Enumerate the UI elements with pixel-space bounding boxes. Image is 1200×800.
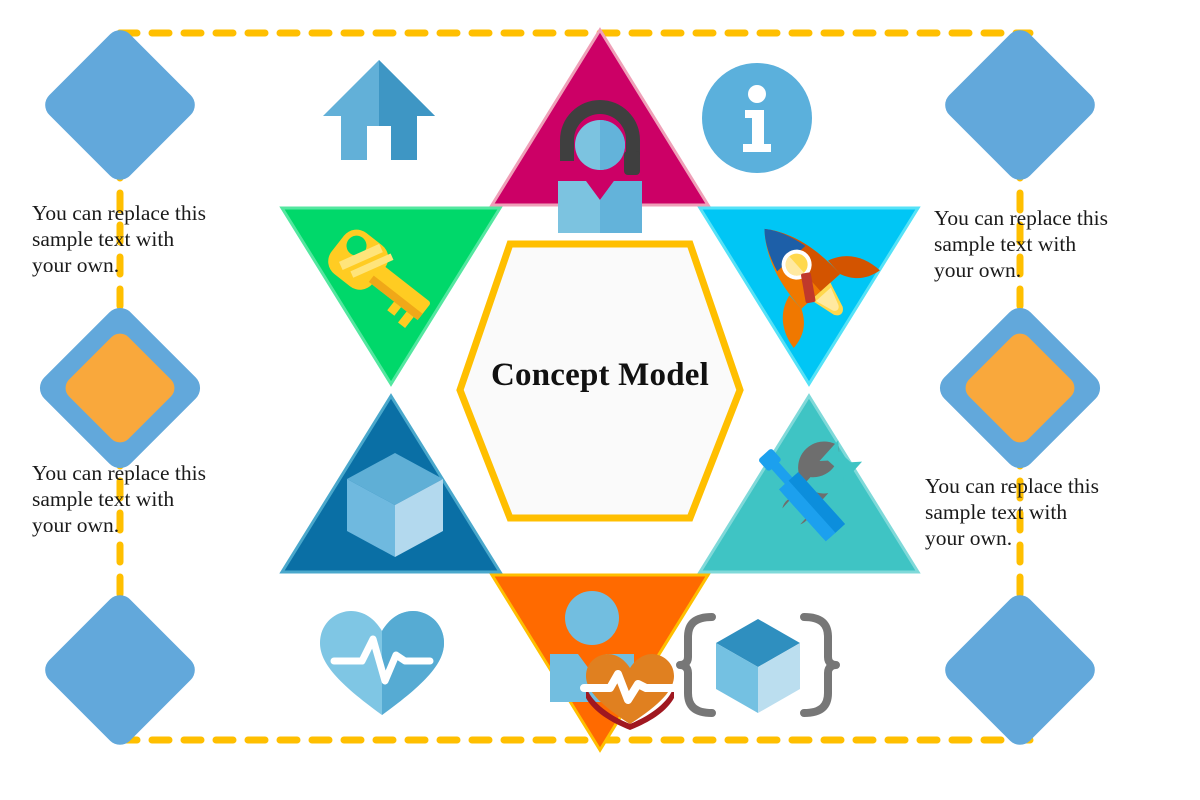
center-hexagon [456, 240, 744, 522]
center-hexagon-shape [456, 240, 744, 522]
home-icon [323, 60, 435, 160]
tools-icon [759, 440, 863, 542]
diamond-right-top [945, 30, 1095, 180]
diamond-column-left [39, 30, 201, 745]
star-segment-lower-right[interactable] [697, 393, 921, 574]
diamond-column-right [939, 30, 1101, 745]
cube-icon [347, 453, 443, 557]
callout-left-bottom: You can replace this sample text with yo… [32, 461, 206, 537]
star-segment-lower-left[interactable] [279, 393, 503, 574]
diamond-right-bottom [945, 595, 1095, 745]
star-segment-upper-left[interactable] [279, 206, 503, 387]
key-icon [328, 229, 430, 329]
package-cube-icon [676, 613, 840, 717]
star-segment-upper-right[interactable] [697, 190, 921, 387]
diamond-left-top [45, 30, 195, 180]
heart-pulse-icon [320, 611, 444, 715]
diamond-right-middle-fill [965, 333, 1075, 443]
callout-right-bottom: You can replace this sample text with yo… [925, 474, 1099, 550]
patient-health-icon [550, 591, 680, 730]
diamond-left-bottom [45, 595, 195, 745]
callout-right-top: You can replace this sample text with yo… [934, 206, 1108, 282]
info-circle-icon [702, 63, 812, 173]
callout-left-top: You can replace this sample text with yo… [32, 201, 206, 277]
support-agent-icon [558, 100, 642, 233]
star-segment-bottom[interactable] [489, 573, 711, 753]
center-label: Concept Model [491, 357, 709, 393]
star-triangle-top [489, 27, 711, 207]
diamond-left-middle-fill [65, 333, 175, 443]
star-segment-top[interactable] [489, 27, 711, 233]
rocket-icon [764, 228, 880, 348]
